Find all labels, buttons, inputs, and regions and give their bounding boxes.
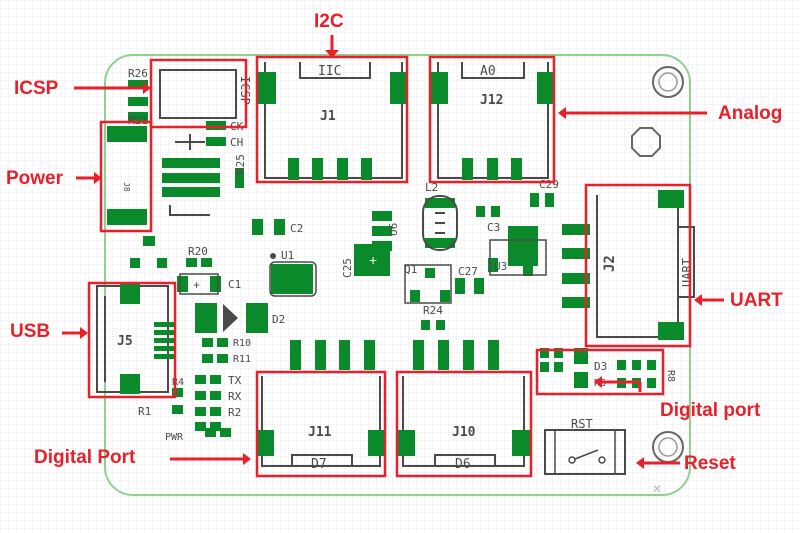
silk-r20: R20	[188, 245, 208, 258]
silk-l2: L2	[425, 181, 438, 194]
silk-d6: D6	[455, 457, 471, 472]
silk-q1: Q1	[404, 263, 417, 276]
silk-d2: D2	[272, 313, 285, 326]
callout-box-icsp	[149, 58, 248, 129]
silk-j12: J12	[480, 93, 503, 108]
callout-digital-port-left: Digital Port	[34, 447, 136, 468]
icsp-area	[128, 80, 226, 146]
callout-arrows	[62, 35, 724, 469]
silk-r21: R21	[128, 114, 148, 127]
silk-u1: U1	[281, 249, 294, 262]
callout-usb: USB	[10, 321, 51, 342]
svg-text:✕: ✕	[652, 482, 662, 496]
silk-r26: R26	[128, 67, 148, 80]
silk-j5: J5	[117, 334, 133, 349]
silk-rst: RST	[571, 417, 593, 431]
silk-j11: J11	[308, 425, 332, 440]
silk-iic: IIC	[318, 64, 341, 79]
callout-analog: Analog	[718, 103, 783, 124]
callout-reset: Reset	[684, 453, 736, 474]
callout-boxes	[87, 55, 692, 478]
callout-i2c: I2C	[314, 11, 344, 32]
j2-pads	[562, 190, 684, 340]
octagon-pad	[631, 127, 661, 157]
callout-box-power	[99, 120, 153, 233]
silk-r25: R25	[234, 154, 247, 174]
silk-d3: D3	[594, 360, 607, 373]
silk-j8: J8	[122, 182, 131, 192]
silk-r10: R10	[233, 338, 251, 349]
j12-pads	[430, 72, 555, 180]
j1-pads	[258, 72, 408, 180]
silk-u3: U3	[494, 260, 507, 273]
silk-j10: J10	[452, 425, 476, 440]
silk-pwr: PWR	[165, 432, 184, 443]
silk-c25: C25	[341, 258, 354, 278]
callout-box-j11	[255, 370, 387, 478]
callout-box-j10	[395, 370, 533, 478]
callout-box-uart	[584, 183, 692, 348]
usb-pads	[120, 284, 174, 394]
silk-r4: R4	[172, 377, 184, 388]
silk-c2: C2	[290, 222, 303, 235]
j11-pads	[256, 340, 386, 456]
silk-u6: U6	[387, 223, 400, 236]
silk-r1: R1	[138, 405, 151, 418]
silk-r2: R2	[228, 406, 241, 419]
silk-tx: TX	[228, 374, 242, 387]
mounting-hole-bottom	[652, 431, 684, 463]
svg-text:+: +	[193, 278, 200, 292]
silk-j2: J2	[602, 255, 618, 272]
silk-r8: R8	[665, 370, 676, 382]
silk-j1: J1	[320, 109, 336, 124]
silk-ch: CH	[230, 136, 243, 149]
silk-c29: C29	[539, 178, 559, 191]
silk-r11: R11	[233, 354, 251, 365]
silk-c1: C1	[228, 278, 241, 291]
mounting-hole-top	[652, 66, 684, 98]
callout-digital-port-right: Digital port	[660, 400, 761, 421]
silk-d7: D7	[311, 457, 327, 472]
callout-power: Power	[6, 168, 64, 189]
callout-box-digital	[535, 348, 665, 396]
silk-a0: A0	[480, 64, 496, 79]
callout-uart: UART	[730, 290, 783, 311]
j10-pads	[397, 340, 530, 456]
power-pads	[107, 126, 244, 225]
silk-c3: C3	[487, 221, 500, 234]
silk-rx: RX	[228, 390, 242, 403]
silk-r24: R24	[423, 304, 443, 317]
silk-uart: UART	[680, 258, 694, 287]
svg-text:+: +	[369, 252, 377, 268]
silk-c27: C27	[458, 265, 478, 278]
callout-box-usb	[87, 281, 177, 399]
callout-box-analog	[428, 55, 556, 184]
callout-icsp: ICSP	[14, 78, 59, 99]
